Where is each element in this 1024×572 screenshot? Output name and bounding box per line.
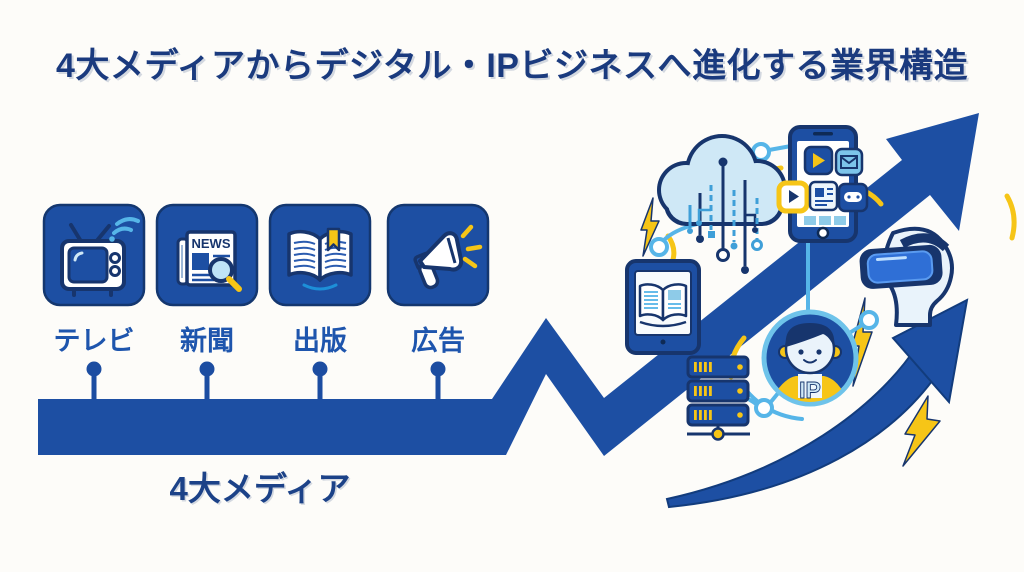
phone-home-button bbox=[816, 226, 830, 240]
smartphone-apps-icon bbox=[776, 125, 869, 243]
media-label-newspaper: 新聞 bbox=[180, 326, 234, 356]
sound-lines-icon bbox=[460, 224, 483, 269]
media-group-label: 4大メディア bbox=[169, 470, 351, 507]
book-icon bbox=[268, 203, 372, 307]
page-title: 4大メディアからデジタル・IPビジネスへ進化する業界構造 bbox=[56, 47, 968, 85]
megaphone-icon bbox=[386, 203, 490, 307]
app-mail-icon bbox=[834, 147, 864, 177]
swoosh-growth-arrow bbox=[665, 298, 969, 509]
bookmark-icon bbox=[326, 227, 341, 252]
media-label-advertising: 広告 bbox=[411, 326, 465, 356]
vr-headset-icon bbox=[859, 226, 954, 327]
cloud-circuit-icon bbox=[657, 134, 787, 274]
ip-character-icon: IP bbox=[761, 309, 859, 407]
tv-icon bbox=[42, 203, 146, 307]
app-player-icon bbox=[776, 180, 810, 214]
media-label-publishing: 出版 bbox=[293, 326, 347, 356]
server-stack-icon bbox=[686, 355, 750, 441]
media-card-publishing bbox=[268, 203, 372, 307]
media-card-advertising bbox=[386, 203, 490, 307]
timeline-stems bbox=[86, 361, 446, 400]
media-label-tv: テレビ bbox=[53, 326, 135, 356]
broadcast-waves-icon bbox=[112, 217, 140, 235]
app-news-icon bbox=[808, 180, 839, 212]
app-game-icon bbox=[837, 182, 869, 213]
ebook-tablet-icon bbox=[625, 259, 701, 355]
app-video-play-icon bbox=[803, 145, 834, 176]
magnifier-icon bbox=[208, 257, 234, 283]
ip-badge-label: IP bbox=[799, 377, 821, 403]
media-card-tv bbox=[42, 203, 146, 307]
zigzag-growth-arrow bbox=[38, 113, 979, 456]
news-headline-text: NEWS bbox=[192, 236, 231, 251]
newspaper-icon: NEWS bbox=[155, 203, 259, 307]
app-dock bbox=[804, 216, 846, 225]
media-card-newspaper: NEWS bbox=[155, 203, 259, 307]
